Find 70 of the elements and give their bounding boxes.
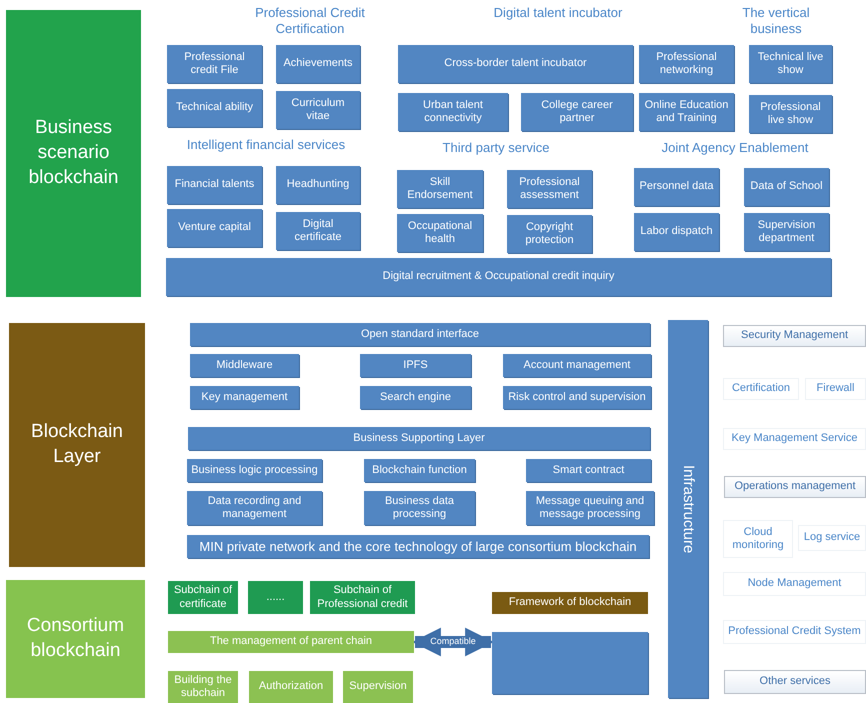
process-box: Business data processing [364,491,475,525]
process-box: Technical ability [167,89,262,127]
process-box: College career partner [521,93,633,131]
section-heading: The vertical business [741,5,811,38]
section-header: Operations management [724,476,866,498]
process-box: Occupational health [397,214,483,252]
service-box: Firewall [805,378,866,400]
process-box: IPFS [360,354,471,377]
section-heading: Joint Agency Enablement [660,140,810,156]
process-box: Personnel data [634,168,719,206]
process-box: Data of School [744,168,829,206]
process-box: Supervision [343,671,413,703]
process-box: Data recording and management [187,491,322,525]
process-box: Digital recruitment & Occupational credit inquiry [166,258,831,296]
process-box: Open standard interface [190,323,650,346]
edge-label: Compatible [429,636,477,646]
process-box: Subchain of Professional credit [310,581,415,614]
process-box: Professional credit File [167,45,262,83]
service-box: Node Management [723,572,866,596]
process-box: Business logic processing [187,459,322,482]
service-box: Log service [798,525,866,551]
process-box: Subchain of certificate [168,581,238,614]
process-box: Account management [503,354,651,377]
process-box: MIN private network and the core technology of large consortium blockchain [187,535,649,558]
process-box: Skill Endorsement [397,170,483,208]
business-layer-band: Business scenario blockchain [6,10,141,297]
process-box: Digital certificate [276,212,360,250]
process-box: Message queuing and message processing [526,491,654,525]
section-header: Security Management [723,325,866,347]
process-box: Building the subchain [168,671,238,703]
service-box: Cloud monitoring [723,520,793,558]
process-box: Cross-border talent incubator [398,45,633,83]
consortium-layer-band: Consortium blockchain [6,580,145,698]
process-box: Financial talents [167,166,262,204]
process-box: Middleware [190,354,299,377]
section-heading: Intelligent financial services [186,137,346,154]
process-box: Professional live show [749,95,832,133]
process-box: Achievements [276,45,360,83]
process-box: Headhunting [276,166,360,204]
process-box: ...... [248,581,303,614]
framework-box [492,632,648,694]
section-heading: Digital talent incubator [492,5,624,22]
process-box: Professional networking [639,45,734,83]
process-box: Key management [190,386,299,409]
process-box: Smart contract [526,459,651,482]
blockchain-layer-band: Blockchain Layer [9,323,145,567]
process-box: Supervision department [744,213,829,251]
service-box: Certification [723,378,799,400]
infrastructure-bar: Infrastructure [668,320,708,698]
process-box: Blockchain function [364,459,475,482]
process-box: Authorization [249,671,333,703]
process-box: Labor dispatch [634,213,719,251]
framework-header: Framework of blockchain [492,592,648,614]
process-box: Business Supporting Layer [188,427,650,450]
service-box: Professional Credit System [723,620,866,644]
section-heading: Third party service [442,140,550,156]
section-header: Other services [724,670,866,694]
process-box: The management of parent chain [168,631,414,653]
process-box: Online Education and Training [639,93,734,131]
service-box: Key Management Service [723,428,866,450]
process-box: Venture capital [167,209,262,247]
process-box: Professional assessment [507,170,592,208]
process-box: Curriculum vitae [276,91,360,129]
process-box: Risk control and supervision [503,386,651,409]
double-arrow [412,628,494,656]
process-box: Copyright protection [507,215,592,253]
process-box: Technical live show [749,45,832,83]
section-heading: Professional Credit Certification [254,5,366,38]
process-box: Search engine [360,386,471,409]
process-box: Urban talent connectivity [398,93,508,131]
